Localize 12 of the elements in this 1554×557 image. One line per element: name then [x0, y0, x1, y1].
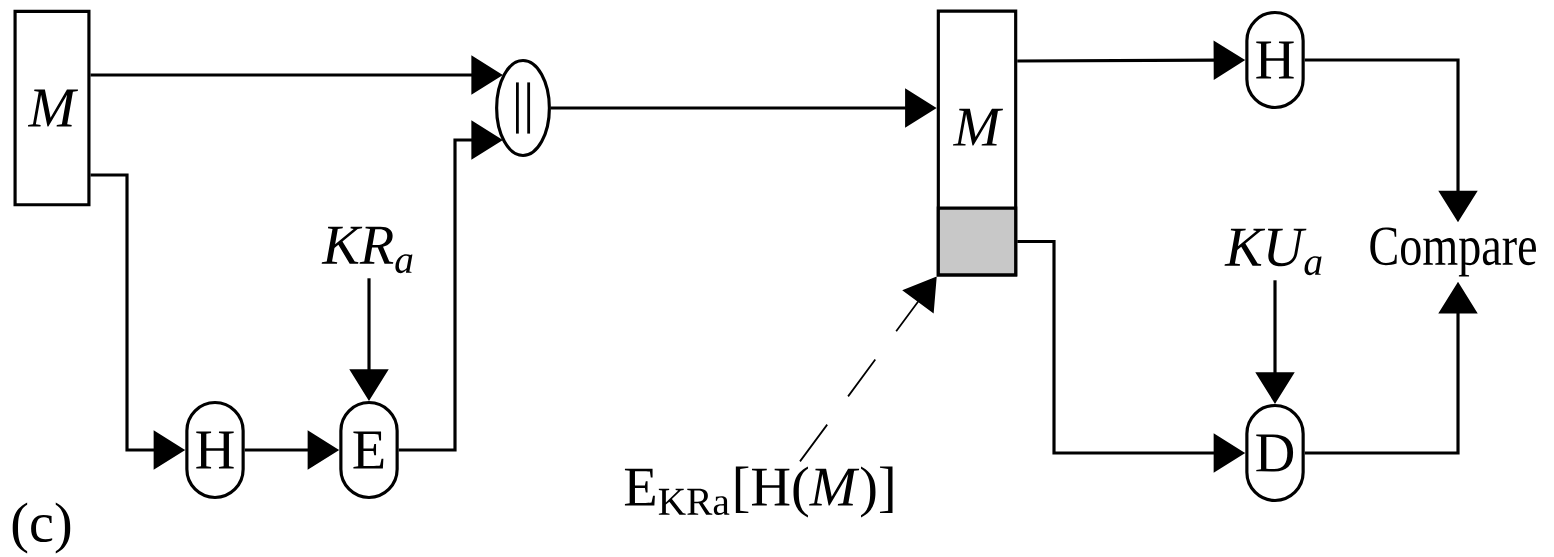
hash-octagon: H — [1245, 10, 1305, 110]
signature-label: E$_{KRa}$[H(M)] — [624, 466, 893, 518]
hash-octagon: H — [185, 400, 245, 500]
signature-field — [936, 206, 1018, 277]
encrypt-octagon: E — [339, 400, 399, 500]
message-box: M — [13, 9, 91, 207]
panel-label: (c) — [12, 502, 71, 554]
leader-line — [799, 276, 937, 463]
decrypt-octagon: D — [1245, 403, 1305, 503]
compare-label: Compare — [1370, 227, 1536, 277]
key-label: KR$_{a}$ — [321, 226, 413, 274]
key-label: KU$_{a}$ — [1224, 228, 1322, 276]
